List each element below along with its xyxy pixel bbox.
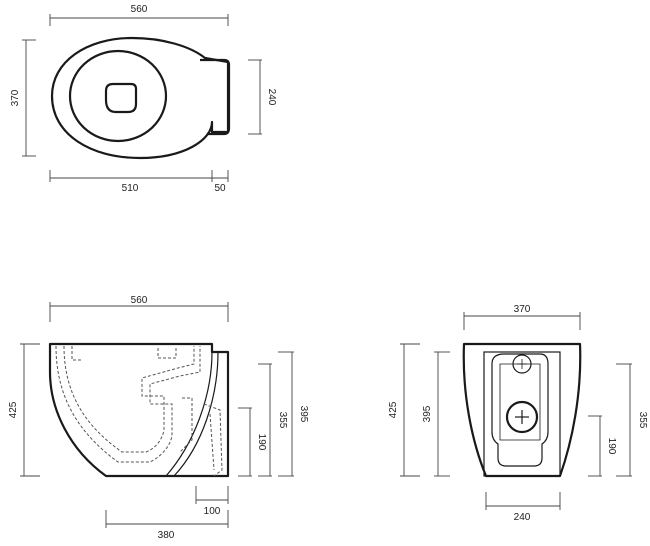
rear-view-height-label: 425 — [388, 401, 399, 418]
rear-view-width-label: 370 — [514, 304, 531, 315]
rear-view-right-height-label: 355 — [637, 412, 648, 429]
side-view-height-label: 425 — [8, 401, 19, 418]
top-view-rear-height-label: 240 — [266, 89, 277, 106]
rear-view-recess — [491, 353, 549, 467]
side-view-outlet-label: 190 — [256, 434, 267, 451]
rear-view-inner-height-label: 395 — [422, 405, 433, 422]
top-view-body-length-label: 510 — [122, 183, 139, 194]
top-view-rear-length-label: 50 — [214, 183, 226, 194]
side-view-base-label: 380 — [158, 530, 175, 541]
rear-view-inlet — [512, 354, 532, 374]
top-view-bowl-outline — [50, 36, 230, 160]
side-view: 560 425 190 355 395 100 380 — [8, 295, 309, 541]
side-view-inner-height-label: 355 — [277, 412, 288, 429]
rear-view-outlet — [505, 400, 539, 434]
top-view-drain — [104, 82, 138, 114]
top-view-rear-flange — [200, 58, 231, 136]
top-view-rim — [68, 49, 168, 143]
rear-view-base-label: 240 — [514, 512, 531, 523]
rear-view: 370 425 395 190 355 240 — [388, 304, 648, 523]
rear-view-outlet-label: 190 — [606, 438, 617, 455]
side-view-rear-offset-label: 100 — [204, 506, 221, 517]
top-view: 560 370 240 510 50 — [10, 4, 277, 194]
side-view-trapway — [55, 345, 201, 463]
rear-view-panel — [483, 351, 561, 477]
top-view-width-label: 560 — [131, 4, 148, 15]
side-view-outline — [48, 342, 230, 478]
side-view-total-height-label: 395 — [298, 406, 309, 423]
side-view-rear-curve — [165, 351, 213, 477]
side-view-width-label: 560 — [131, 295, 148, 306]
top-view-depth-label: 370 — [10, 89, 21, 106]
